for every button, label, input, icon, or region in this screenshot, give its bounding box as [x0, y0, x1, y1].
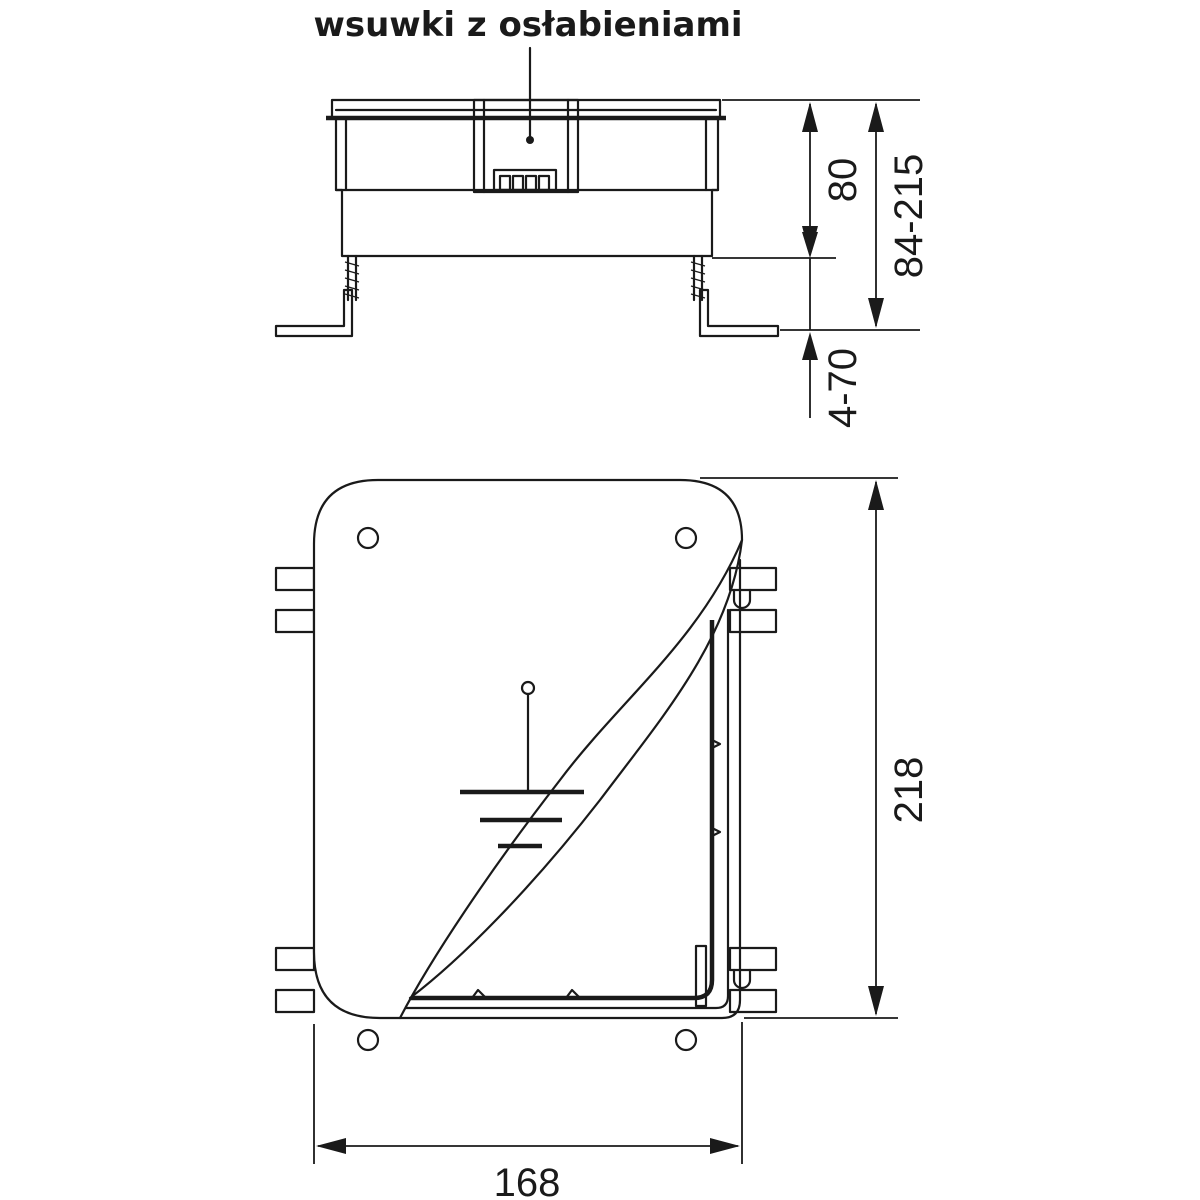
screw-hole-top-left	[356, 526, 380, 550]
ground-symbol-icon	[460, 680, 584, 849]
knockout-insert	[472, 98, 580, 194]
annotation-dot	[526, 136, 534, 144]
dimension-218: 218	[868, 480, 931, 1016]
box-interior	[398, 558, 742, 1020]
side-view: wsuwki z osłabieniami	[274, 5, 931, 428]
dimension-4-70-label: 4-70	[821, 348, 865, 428]
dimension-4-70: 4-70	[802, 232, 865, 428]
top-view: 218 168	[274, 477, 931, 1200]
dimension-80-label: 80	[821, 158, 865, 203]
right-mounting-tabs	[728, 566, 778, 1014]
screw-hole-bottom-right	[674, 1028, 698, 1052]
screw-hole-top-right	[674, 526, 698, 550]
screw-holes	[356, 526, 698, 1052]
annotation-label: wsuwki z osłabieniami	[313, 5, 742, 45]
dimension-168-label: 168	[494, 1161, 561, 1200]
dimension-84-215: 84-215	[868, 102, 931, 328]
dimension-218-label: 218	[887, 757, 931, 824]
left-foot	[274, 254, 360, 338]
screw-hole-bottom-left	[356, 1028, 380, 1052]
right-foot	[690, 254, 780, 338]
dimension-84-215-label: 84-215	[887, 154, 931, 279]
dimension-168: 168	[316, 1138, 740, 1200]
box-lid	[326, 98, 726, 121]
left-mounting-tabs	[274, 566, 316, 1014]
side-knockout	[694, 944, 708, 1008]
